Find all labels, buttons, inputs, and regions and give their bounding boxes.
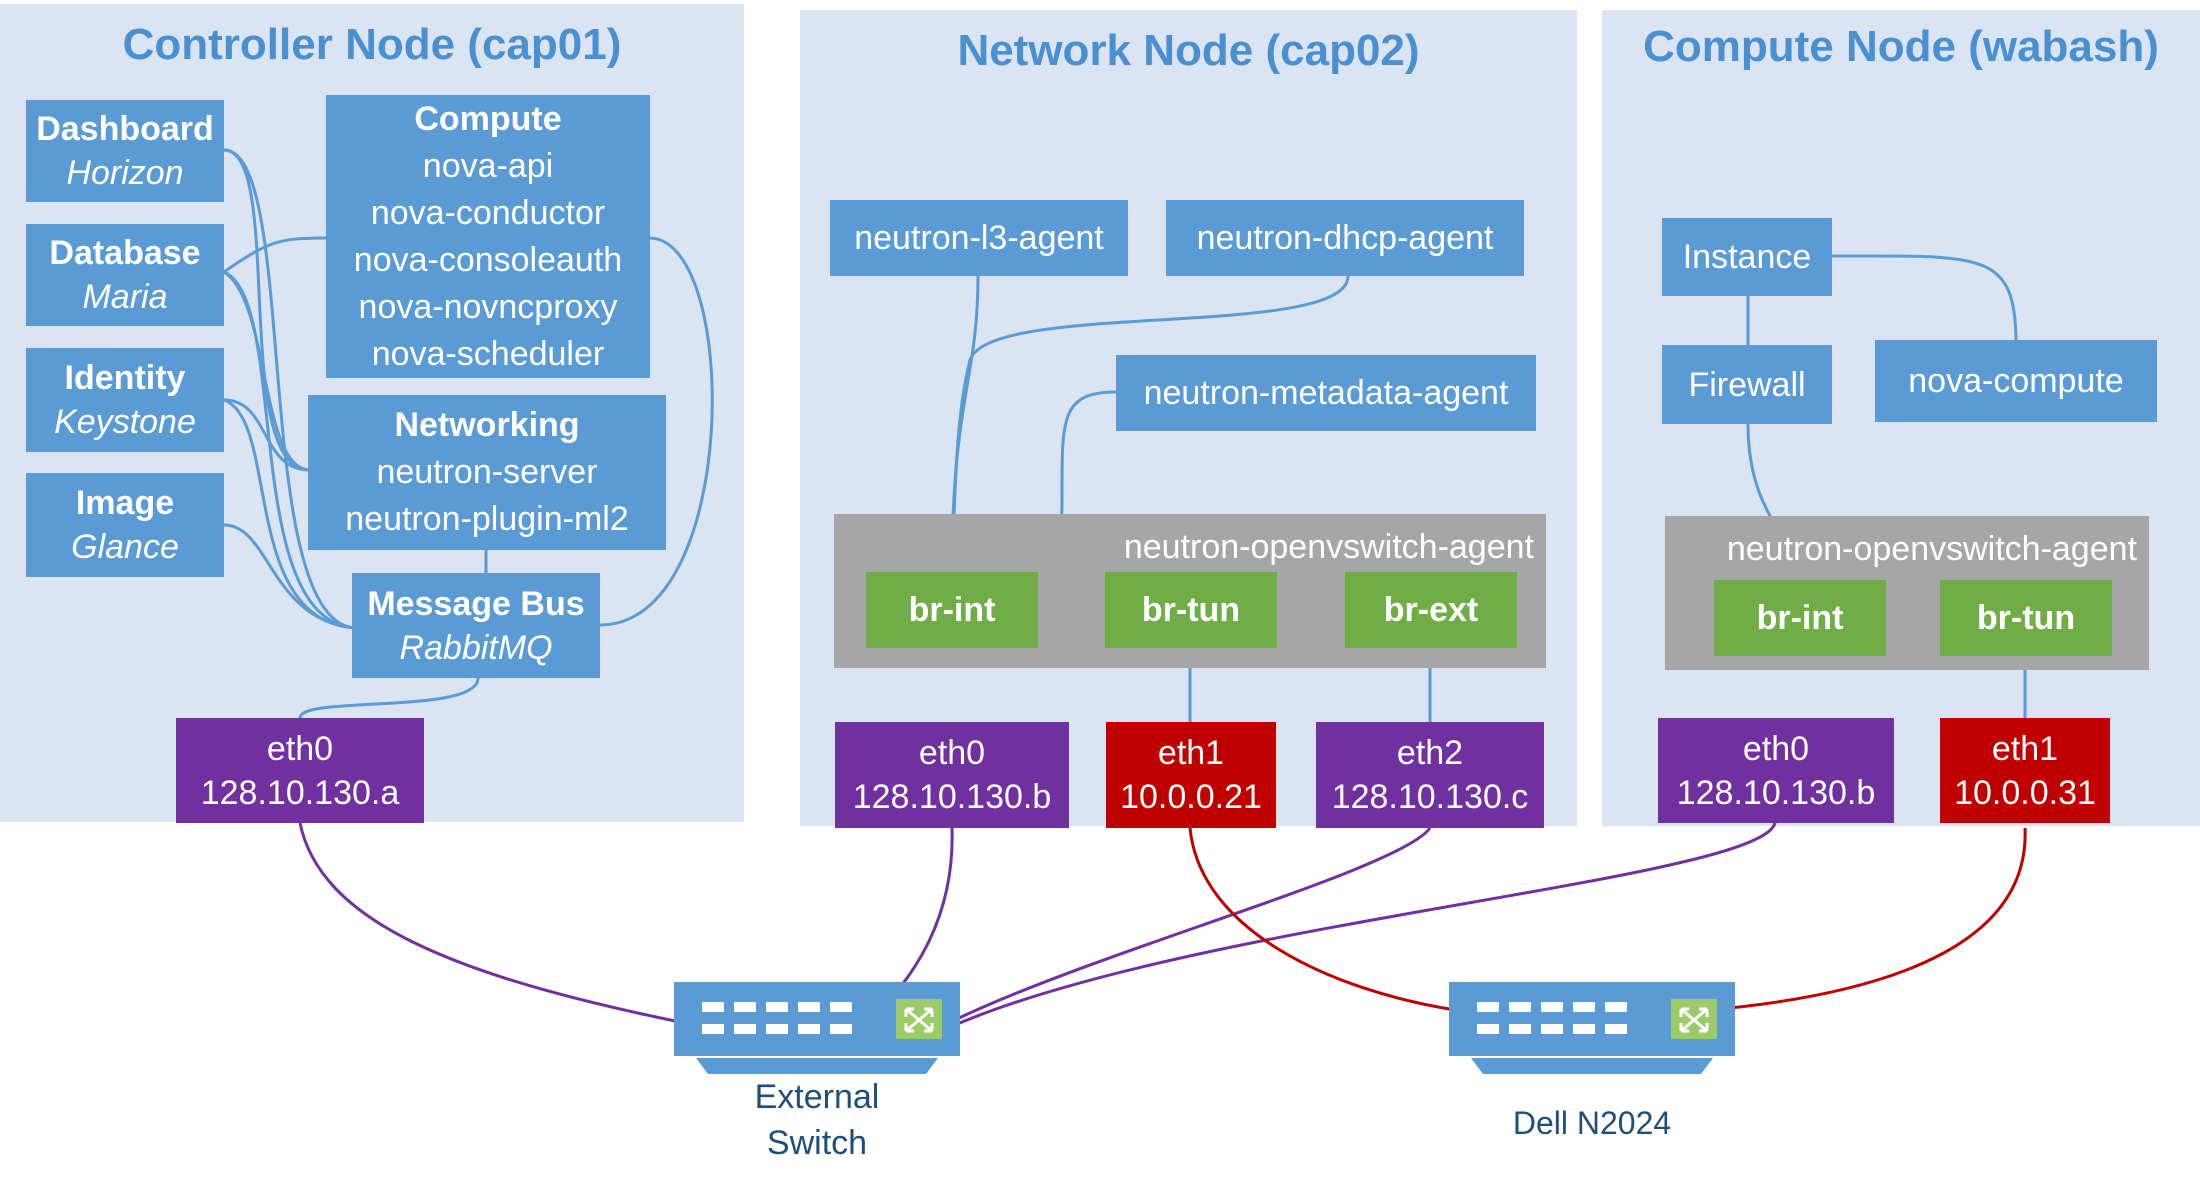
service-item: neutron-server — [376, 453, 598, 491]
dashboard-title: Dashboard — [36, 110, 214, 148]
dashboard-sub: Horizon — [66, 154, 184, 192]
dashboard-box: Dashboard Horizon — [26, 100, 224, 202]
compute-eth0-nic: eth0 128.10.130.b — [1658, 718, 1894, 823]
external-switch-line1: External — [754, 1078, 880, 1116]
nic-name: eth1 — [1991, 729, 2059, 768]
link-dashboard-networking — [223, 148, 311, 472]
nic-ip: 10.0.0.31 — [1954, 773, 2096, 812]
database-sub: Maria — [82, 278, 168, 316]
link-network-eth1-dell — [1188, 827, 1456, 1012]
nic-ip: 10.0.0.21 — [1120, 778, 1262, 816]
network-br-tun: br-tun — [1105, 572, 1277, 648]
link-compute-eth1-dell — [1729, 827, 2027, 1010]
link-bus-eth0 — [298, 677, 480, 719]
link-instance-novacompute — [1831, 254, 2018, 341]
link-dhcp-brint — [950, 275, 1350, 573]
nic-ip: 128.10.130.c — [1331, 778, 1529, 816]
nic-name: eth0 — [918, 734, 986, 772]
compute-br-tun: br-tun — [1940, 580, 2112, 656]
network-br-ext: br-ext — [1345, 572, 1517, 648]
metadata-agent-label: neutron-metadata-agent — [1143, 374, 1509, 412]
database-box: Database Maria — [26, 224, 224, 326]
network-br-int: br-int — [866, 572, 1038, 648]
dell-switch-label: Dell N2024 — [1512, 1105, 1672, 1141]
link-compute-bus — [599, 236, 714, 627]
link-controller-eth0-switch — [298, 822, 681, 1024]
service-item: neutron-plugin-ml2 — [345, 500, 629, 538]
link-database-bus — [223, 270, 356, 630]
firewall-box: Firewall — [1662, 345, 1832, 424]
dell-switch-icon — [1449, 982, 1735, 1074]
service-item: nova-novncproxy — [358, 287, 618, 326]
link-network-eth0-switch — [896, 827, 954, 991]
message-bus-title: Message Bus — [367, 584, 585, 623]
network-eth1-nic: eth1 10.0.0.21 — [1106, 722, 1276, 828]
nova-compute-box: nova-compute — [1875, 340, 2157, 422]
nic-name: eth1 — [1157, 734, 1225, 772]
link-identity-networking — [223, 398, 311, 472]
dhcp-agent-label: neutron-dhcp-agent — [1196, 219, 1494, 257]
networking-services-title: Networking — [394, 406, 580, 444]
link-image-bus — [223, 523, 356, 630]
l3-agent-box: neutron-l3-agent — [830, 200, 1128, 276]
compute-eth1-nic: eth1 10.0.0.31 — [1940, 718, 2110, 823]
identity-box: Identity Keystone — [26, 348, 224, 452]
identity-title: Identity — [64, 359, 186, 397]
image-title: Image — [75, 484, 175, 522]
network-ovs-agent-label: neutron-openvswitch-agent — [1123, 528, 1534, 566]
identity-sub: Keystone — [54, 403, 196, 441]
external-switch-line2: Switch — [766, 1124, 868, 1162]
firewall-label: Firewall — [1688, 365, 1806, 404]
compute-services-title: Compute — [414, 99, 562, 138]
compute-br-int: br-int — [1714, 580, 1886, 656]
compute-services-box: Compute nova-api nova-conductor nova-con… — [326, 95, 650, 378]
network-node-title: Network Node (cap02) — [957, 26, 1420, 75]
nic-name: eth0 — [1742, 729, 1810, 768]
image-sub: Glance — [71, 528, 179, 566]
metadata-agent-box: neutron-metadata-agent — [1116, 355, 1536, 431]
external-switch-label: External Switch — [717, 1074, 917, 1166]
dhcp-agent-box: neutron-dhcp-agent — [1166, 200, 1524, 276]
nic-name: eth0 — [266, 729, 334, 768]
instance-label: Instance — [1682, 238, 1812, 276]
nic-name: eth2 — [1396, 734, 1464, 772]
link-dashboard-bus — [223, 148, 356, 630]
controller-node-title: Controller Node (cap01) — [122, 20, 622, 69]
network-eth0-nic: eth0 128.10.130.b — [835, 722, 1069, 828]
compute-ovs-agent-label: neutron-openvswitch-agent — [1726, 530, 2137, 568]
link-database-compute — [223, 236, 329, 274]
instance-box: Instance — [1662, 218, 1832, 296]
nic-ip: 128.10.130.b — [1676, 773, 1876, 812]
service-item: nova-conductor — [370, 193, 606, 232]
link-database-networking — [223, 270, 311, 472]
nic-ip: 128.10.130.a — [200, 773, 400, 812]
networking-services-box: Networking neutron-server neutron-plugin… — [308, 395, 666, 550]
link-compute-eth0-switch — [954, 822, 1777, 1027]
service-item: nova-scheduler — [371, 334, 605, 373]
nic-ip: 128.10.130.b — [852, 778, 1052, 816]
l3-agent-label: neutron-l3-agent — [854, 219, 1104, 257]
message-bus-sub: RabbitMQ — [399, 628, 553, 667]
message-bus-box: Message Bus RabbitMQ — [352, 573, 600, 678]
service-item: nova-consoleauth — [353, 240, 623, 279]
image-box: Image Glance — [26, 473, 224, 577]
database-title: Database — [49, 234, 201, 272]
compute-node-title: Compute Node (wabash) — [1643, 22, 2159, 71]
network-eth2-nic: eth2 128.10.130.c — [1316, 722, 1544, 828]
service-item: nova-api — [422, 146, 554, 185]
controller-eth0-nic: eth0 128.10.130.a — [176, 718, 424, 823]
external-switch-icon — [674, 982, 960, 1074]
link-network-eth2-switch — [954, 827, 1432, 1022]
nova-compute-label: nova-compute — [1908, 362, 2124, 400]
